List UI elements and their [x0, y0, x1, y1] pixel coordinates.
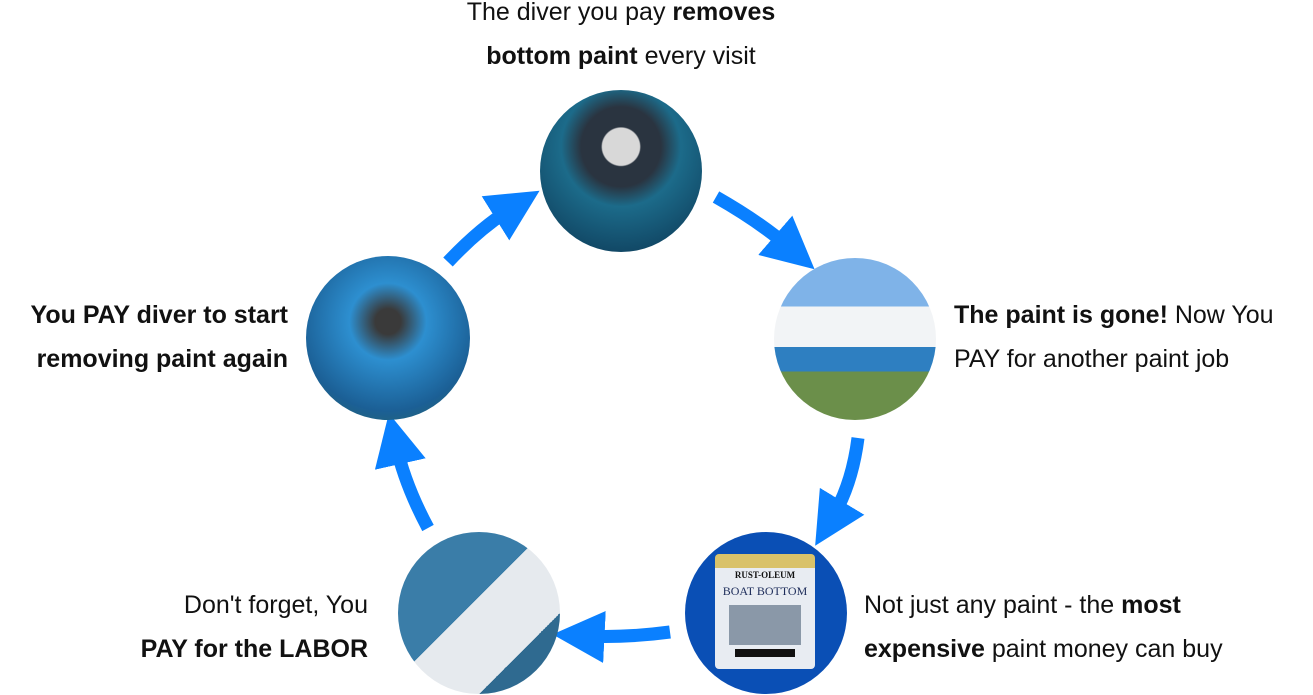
paint-can: RUST-OLEUM BOAT BOTTOM: [715, 554, 815, 669]
step-2-caption: The paint is gone! Now You PAY for anoth…: [954, 301, 1274, 373]
can-title: BOAT BOTTOM: [722, 584, 808, 598]
step-1-caption: The diver you pay removes bottom paint e…: [466, 0, 776, 70]
boat-on-lift-photo: [774, 258, 936, 420]
paint-can-photo: RUST-OLEUM BOAT BOTTOM: [685, 532, 847, 694]
arrow-top-to-right: [712, 191, 815, 270]
painter-worker-photo: [398, 532, 560, 694]
arrow-left-to-top: [443, 190, 540, 267]
step-5-caption: You PAY diver to start removing paint ag…: [30, 301, 288, 373]
step-3-caption: Not just any paint - the most expensive …: [864, 591, 1223, 663]
diver-swimming-photo: [306, 256, 470, 420]
step-4-caption: Don't forget, You PAY for the LABOR: [140, 591, 368, 663]
arrow-right-to-bottomright: [815, 437, 865, 546]
can-brand: RUST-OLEUM: [734, 570, 796, 580]
arrow-bottomright-to-bottomleft: [552, 611, 671, 663]
arrow-bottomleft-to-left: [374, 413, 434, 532]
diver-underwater-photo: [540, 90, 702, 252]
